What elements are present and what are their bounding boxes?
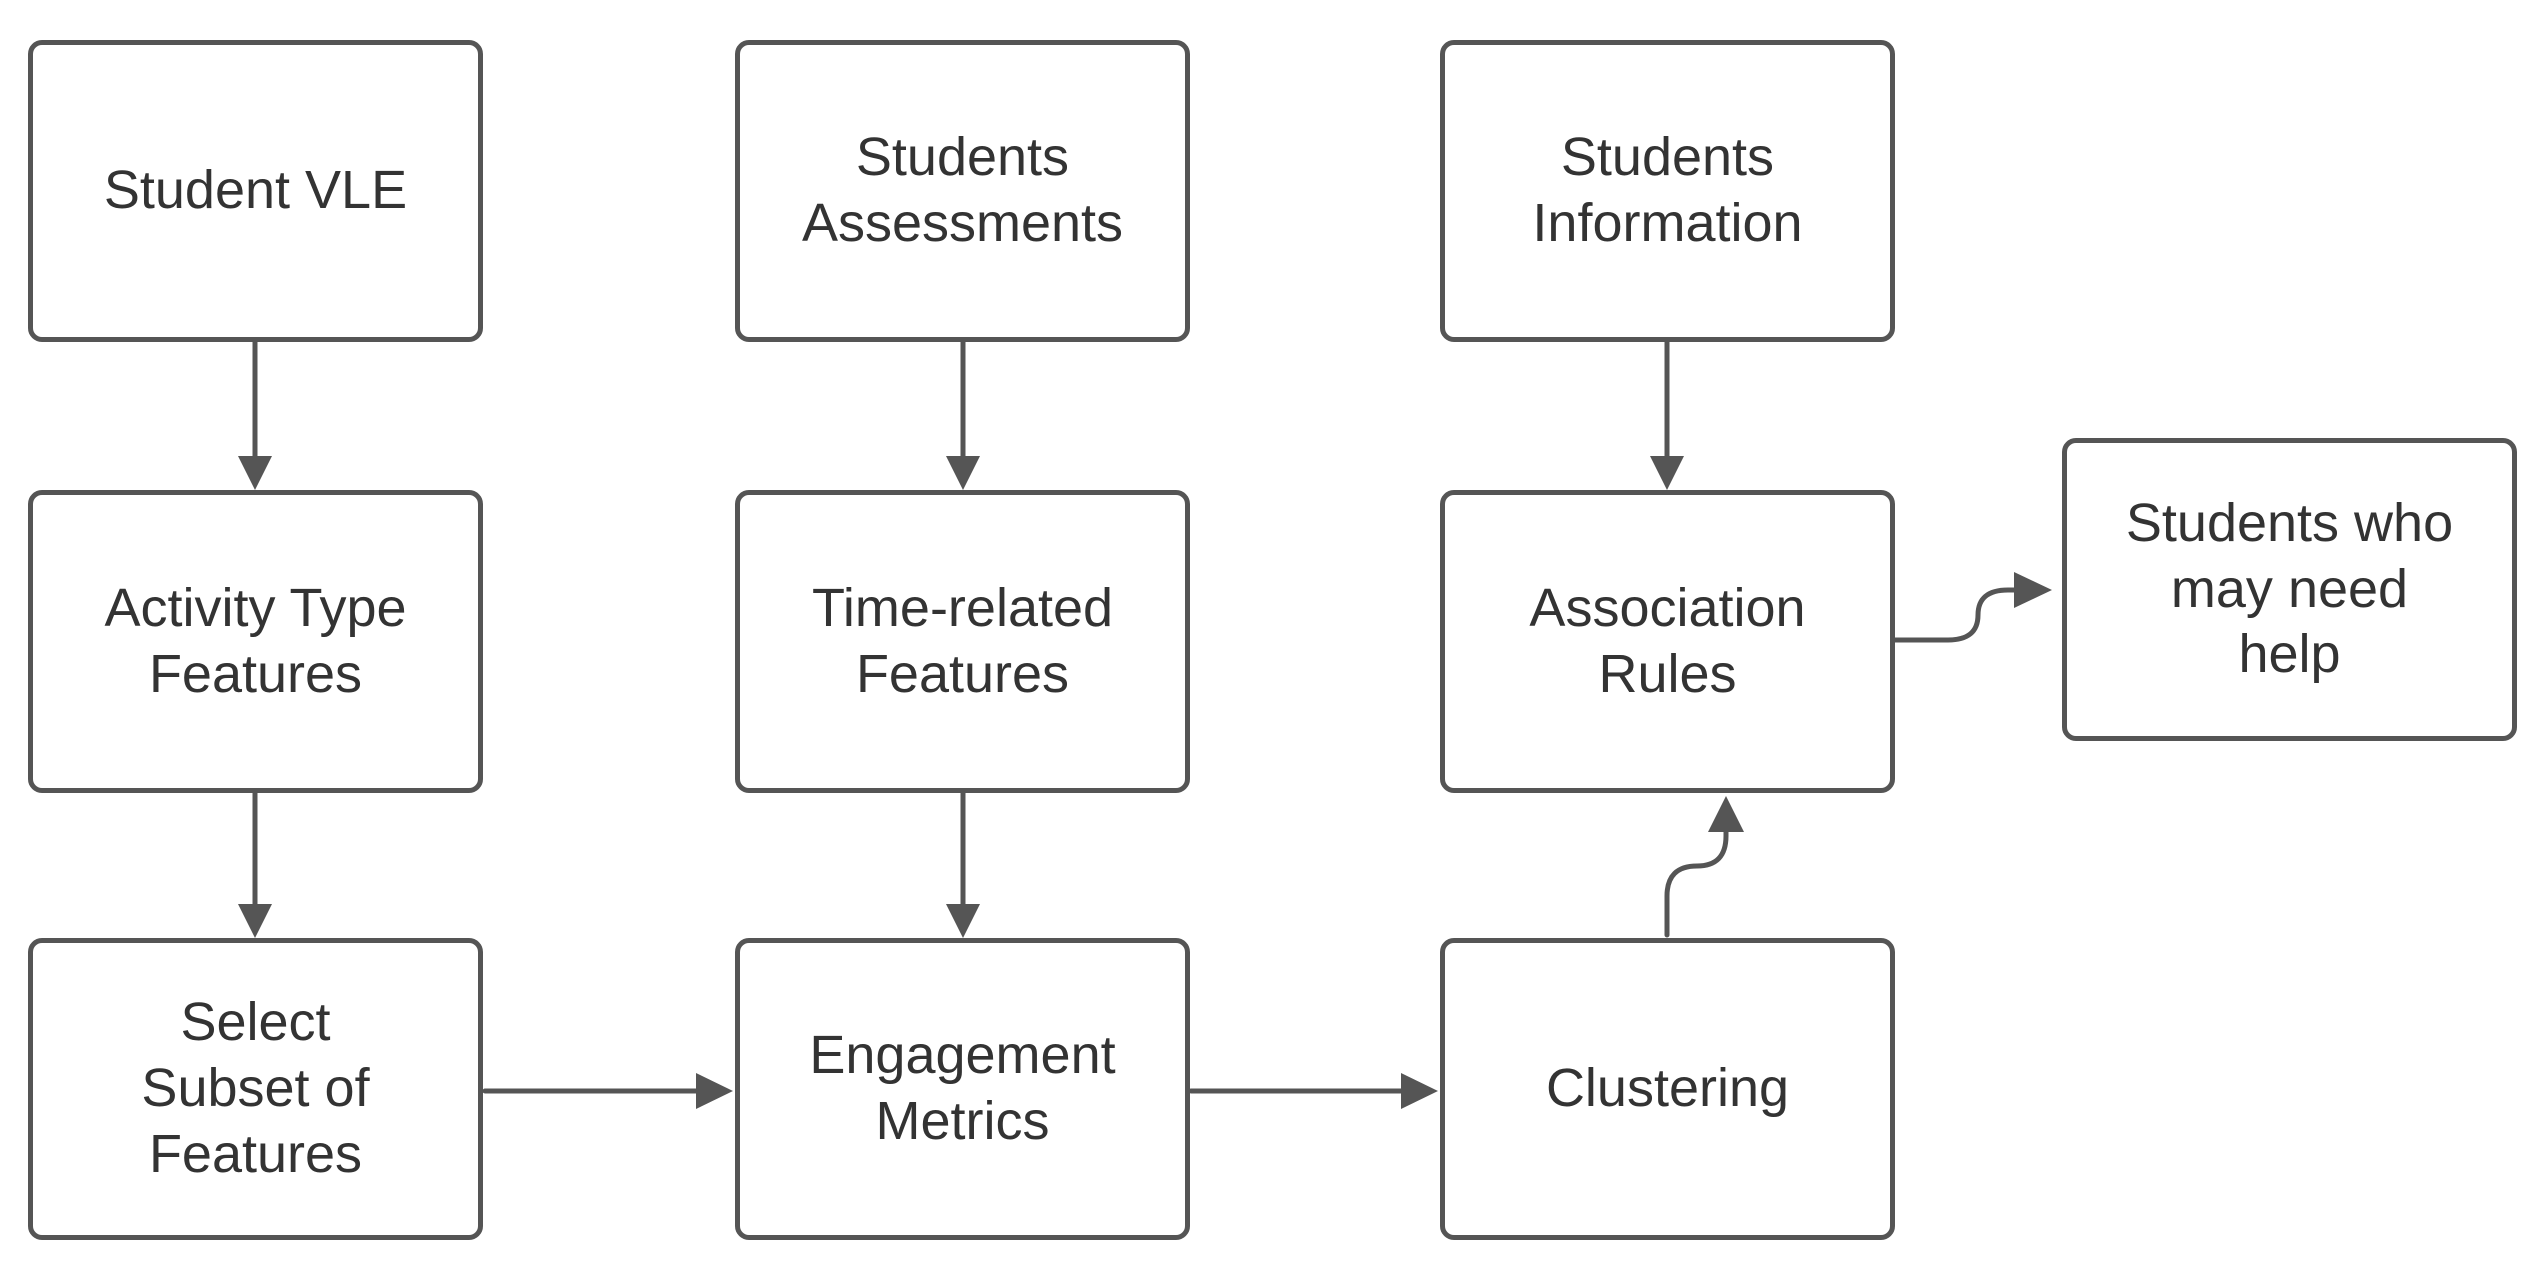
- node-students-who-may-need-help: Students who may need help: [2062, 438, 2517, 741]
- node-student-vle: Student VLE: [28, 40, 483, 342]
- node-label: Activity Type Features: [104, 577, 407, 704]
- edge-student-vle-to-activity-type-features: [238, 339, 272, 490]
- node-label: Students who may need help: [2125, 492, 2454, 685]
- node-label: Student VLE: [103, 160, 408, 221]
- node-label: Clustering: [1545, 1058, 1790, 1119]
- node-clustering: Clustering: [1440, 938, 1895, 1240]
- node-label: Association Rules: [1529, 577, 1806, 704]
- node-label: Engagement Metrics: [809, 1025, 1116, 1151]
- edge-association-rules-to-students-who-may-need-help: [1892, 572, 2052, 643]
- edge-engagement-metrics-to-clustering: [1188, 1073, 1438, 1109]
- edge-time-related-features-to-engagement-metrics: [946, 790, 980, 938]
- node-activity-type-features: Activity Type Features: [28, 490, 483, 793]
- node-engagement-metrics: Engagement Metrics: [735, 938, 1190, 1240]
- edge-clustering-to-association-rules: [1664, 796, 1744, 938]
- node-select-subset-of-features: Select Subset of Features: [28, 938, 483, 1240]
- node-label: Time-related Features: [811, 577, 1114, 704]
- node-time-related-features: Time-related Features: [735, 490, 1190, 793]
- node-association-rules: Association Rules: [1440, 490, 1895, 793]
- node-label: Select Subset of Features: [141, 992, 370, 1184]
- edge-students-information-to-association-rules: [1650, 339, 1684, 490]
- edge-activity-type-features-to-select-subset: [238, 790, 272, 938]
- node-students-assessments: Students Assessments: [735, 40, 1190, 342]
- node-students-information: Students Information: [1440, 40, 1895, 342]
- edge-students-assessments-to-time-related-features: [946, 339, 980, 490]
- node-label: Students Information: [1532, 127, 1803, 253]
- node-label: Students Assessments: [801, 127, 1124, 253]
- edge-select-subset-to-engagement-metrics: [482, 1073, 733, 1109]
